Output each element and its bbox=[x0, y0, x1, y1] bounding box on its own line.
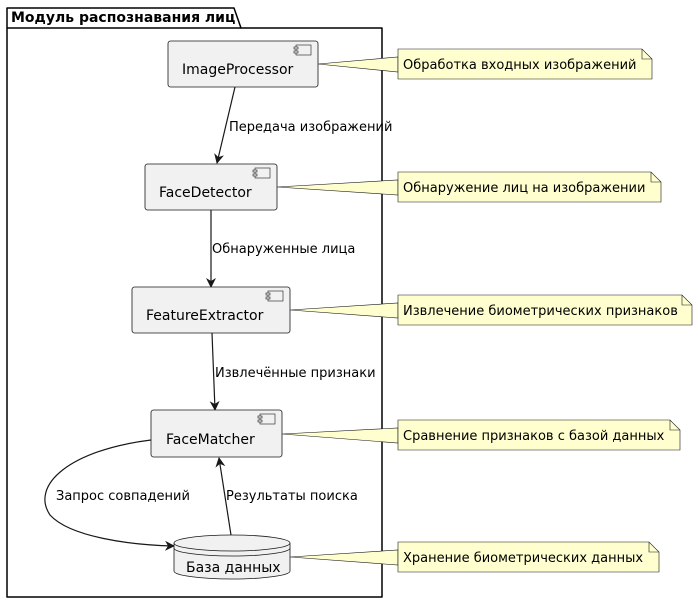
note-database: Хранение биометрических данных bbox=[397, 541, 660, 573]
database-label: База данных bbox=[186, 560, 281, 576]
component-label: FeatureExtractor bbox=[146, 308, 264, 324]
component-label: ImageProcessor bbox=[182, 62, 294, 78]
database-cylinder[interactable]: База данных bbox=[173, 534, 291, 580]
component-feature-extractor[interactable]: FeatureExtractor bbox=[131, 286, 291, 334]
component-label: FaceDetector bbox=[159, 185, 252, 201]
edge-database-matcher bbox=[215, 457, 232, 536]
note-text: Сравнение признаков с базой данных bbox=[403, 429, 665, 444]
note-feature-extractor: Извлечение биометрических признаков bbox=[397, 294, 693, 326]
edge-label-detector-extractor: Обнаруженные лица bbox=[212, 242, 355, 257]
package-title: Модуль распознавания лиц bbox=[11, 10, 235, 26]
note-face-matcher: Сравнение признаков с базой данных bbox=[397, 419, 681, 451]
note-face-detector: Обнаружение лиц на изображении bbox=[397, 171, 662, 203]
note-text: Извлечение биометрических признаков bbox=[403, 304, 678, 319]
component-icon bbox=[257, 413, 276, 425]
note-text: Обнаружение лиц на изображении bbox=[403, 181, 645, 196]
edge-label-matcher-database: Запрос совпадений bbox=[56, 489, 190, 504]
component-face-matcher[interactable]: FaceMatcher bbox=[150, 409, 283, 458]
component-face-detector[interactable]: FaceDetector bbox=[144, 163, 278, 211]
edge-label-processor-detector: Передача изображений bbox=[229, 120, 392, 135]
edges: Передача изображений Обнаруженные лица И… bbox=[44, 86, 392, 551]
note-text: Обработка входных изображений bbox=[403, 58, 637, 73]
edge-matcher-database bbox=[44, 439, 175, 551]
edge-extractor-matcher bbox=[209, 332, 220, 411]
component-icon bbox=[265, 290, 284, 302]
note-connectors bbox=[276, 56, 399, 566]
component-label: FaceMatcher bbox=[166, 432, 255, 448]
component-icon bbox=[293, 44, 312, 56]
note-image-processor: Обработка входных изображений bbox=[397, 48, 653, 80]
edge-label-database-matcher: Результаты поиска bbox=[226, 489, 358, 504]
component-image-processor[interactable]: ImageProcessor bbox=[167, 40, 319, 88]
edge-processor-detector bbox=[214, 86, 236, 164]
component-icon bbox=[252, 167, 271, 179]
note-text: Хранение биометрических данных bbox=[403, 551, 643, 566]
edge-label-extractor-matcher: Извлечённые признаки bbox=[215, 366, 376, 381]
